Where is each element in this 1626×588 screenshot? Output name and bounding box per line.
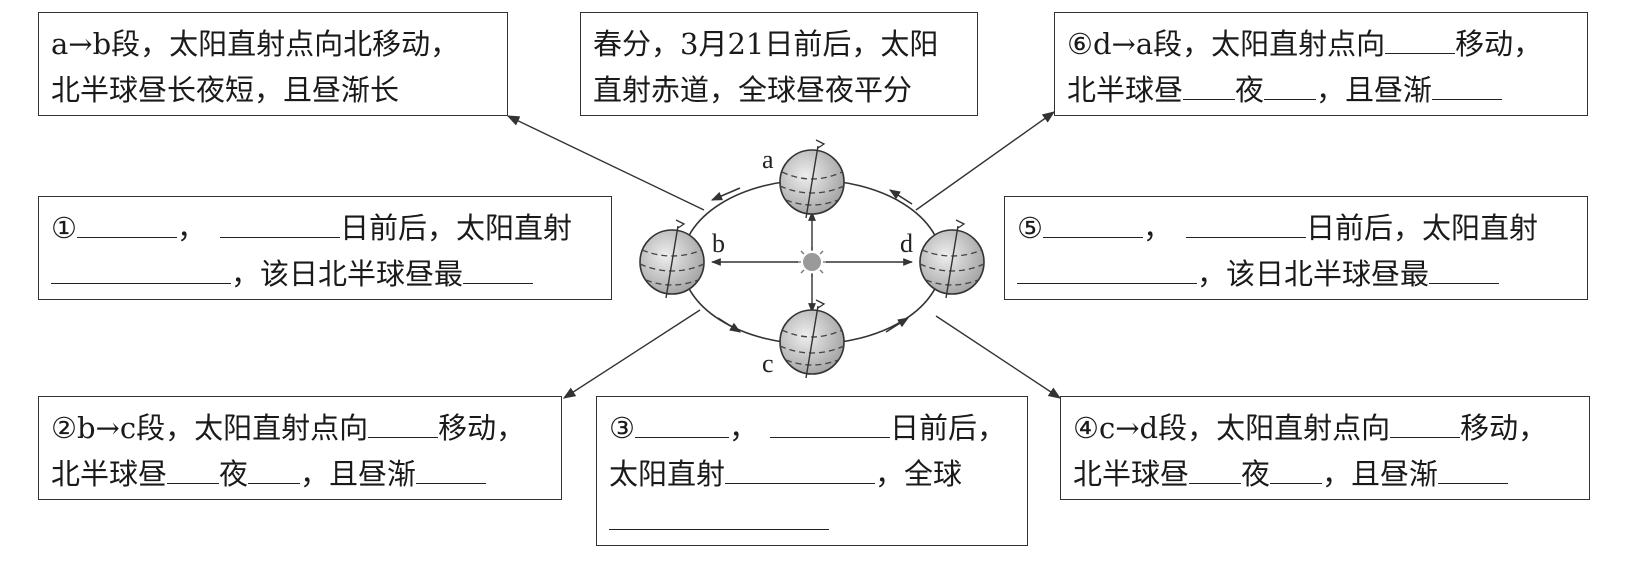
blank[interactable] xyxy=(1186,207,1307,238)
box-b-point: ①，日前后，太阳直射 ，该日北半球昼最 xyxy=(38,196,612,300)
orbit-label-d: d xyxy=(900,229,913,258)
blank[interactable] xyxy=(609,499,829,530)
blank[interactable] xyxy=(1270,453,1323,484)
box-c-line2: 太阳直射，全球 xyxy=(609,451,1015,497)
box-cd-line1: ④c→d段，太阳直射点向移动， xyxy=(1073,405,1577,451)
connector-da xyxy=(915,111,1056,211)
box-ab-line1: a→b段，太阳直射点向北移动， xyxy=(51,27,460,61)
box-b-to-c: ②b→c段，太阳直射点向移动， 北半球昼夜，且昼渐 xyxy=(38,396,562,500)
earth-c-icon xyxy=(779,299,845,379)
blank[interactable] xyxy=(1429,253,1500,284)
blank[interactable] xyxy=(167,453,220,484)
blank[interactable] xyxy=(1438,453,1509,484)
blank[interactable] xyxy=(416,453,487,484)
earth-a-icon xyxy=(779,139,845,219)
box-bc-line1: ②b→c段，太阳直射点向移动， xyxy=(51,405,549,451)
blank[interactable] xyxy=(1043,207,1143,238)
blank[interactable] xyxy=(635,407,729,438)
box-spring-equinox: 春分，3月21日前后，太阳 直射赤道，全球昼夜平分 xyxy=(580,12,978,116)
box-b-line2: ，该日北半球昼最 xyxy=(51,251,599,297)
box-bc-line2: 北半球昼夜，且昼渐 xyxy=(51,451,549,497)
orbit-arrow-ab xyxy=(710,187,741,201)
box-spring-line1: 春分，3月21日前后，太阳 xyxy=(593,27,939,61)
earth-d-icon xyxy=(919,219,985,299)
blank[interactable] xyxy=(1385,23,1456,54)
box-d-to-a: ⑥d→a段，太阳直射点向移动， 北半球昼夜，且昼渐 xyxy=(1054,12,1588,116)
box-b-line1: ①，日前后，太阳直射 xyxy=(51,205,599,251)
earth-b-icon xyxy=(639,219,705,299)
box-da-line2: 北半球昼夜，且昼渐 xyxy=(1067,67,1575,113)
orbit-arrow-da xyxy=(889,189,913,205)
blank[interactable] xyxy=(1264,69,1317,100)
orbit-label-a: a xyxy=(762,145,774,174)
box-cd-line2: 北半球昼夜，且昼渐 xyxy=(1073,451,1577,497)
blank[interactable] xyxy=(248,453,301,484)
blank[interactable] xyxy=(1189,453,1242,484)
blank[interactable] xyxy=(368,407,439,438)
blank[interactable] xyxy=(463,253,534,284)
connector-bc xyxy=(562,309,701,399)
blank[interactable] xyxy=(1183,69,1236,100)
box-c-point: ③，日前后， 太阳直射，全球 xyxy=(596,396,1028,546)
connector-cd xyxy=(935,315,1062,399)
blank[interactable] xyxy=(725,453,876,484)
box-a-to-b: a→b段，太阳直射点向北移动， 北半球昼长夜短，且昼渐长 xyxy=(38,12,508,116)
blank[interactable] xyxy=(1017,253,1197,284)
box-d-point: ⑤，日前后，太阳直射 ，该日北半球昼最 xyxy=(1004,196,1588,300)
box-d-line2: ，该日北半球昼最 xyxy=(1017,251,1575,297)
box-c-line3 xyxy=(609,497,1015,543)
blank[interactable] xyxy=(77,207,177,238)
box-c-line1: ③，日前后， xyxy=(609,405,1015,451)
orbit-arrow-bc xyxy=(717,317,741,333)
blank[interactable] xyxy=(51,253,231,284)
blank[interactable] xyxy=(1390,407,1461,438)
box-da-line1: ⑥d→a段，太阳直射点向移动， xyxy=(1067,21,1575,67)
orbit-arrow-cd xyxy=(885,317,909,333)
box-c-to-d: ④c→d段，太阳直射点向移动， 北半球昼夜，且昼渐 xyxy=(1060,396,1590,500)
box-d-line1: ⑤，日前后，太阳直射 xyxy=(1017,205,1575,251)
orbit-label-b: b xyxy=(712,229,725,258)
box-spring-line2: 直射赤道，全球昼夜平分 xyxy=(593,73,913,107)
sun-icon xyxy=(797,247,827,277)
blank[interactable] xyxy=(1432,69,1503,100)
blank[interactable] xyxy=(220,207,341,238)
box-ab-line2: 北半球昼长夜短，且昼渐长 xyxy=(51,73,400,107)
blank[interactable] xyxy=(770,407,891,438)
orbit-label-c: c xyxy=(762,349,774,378)
connector-ab xyxy=(506,115,705,211)
